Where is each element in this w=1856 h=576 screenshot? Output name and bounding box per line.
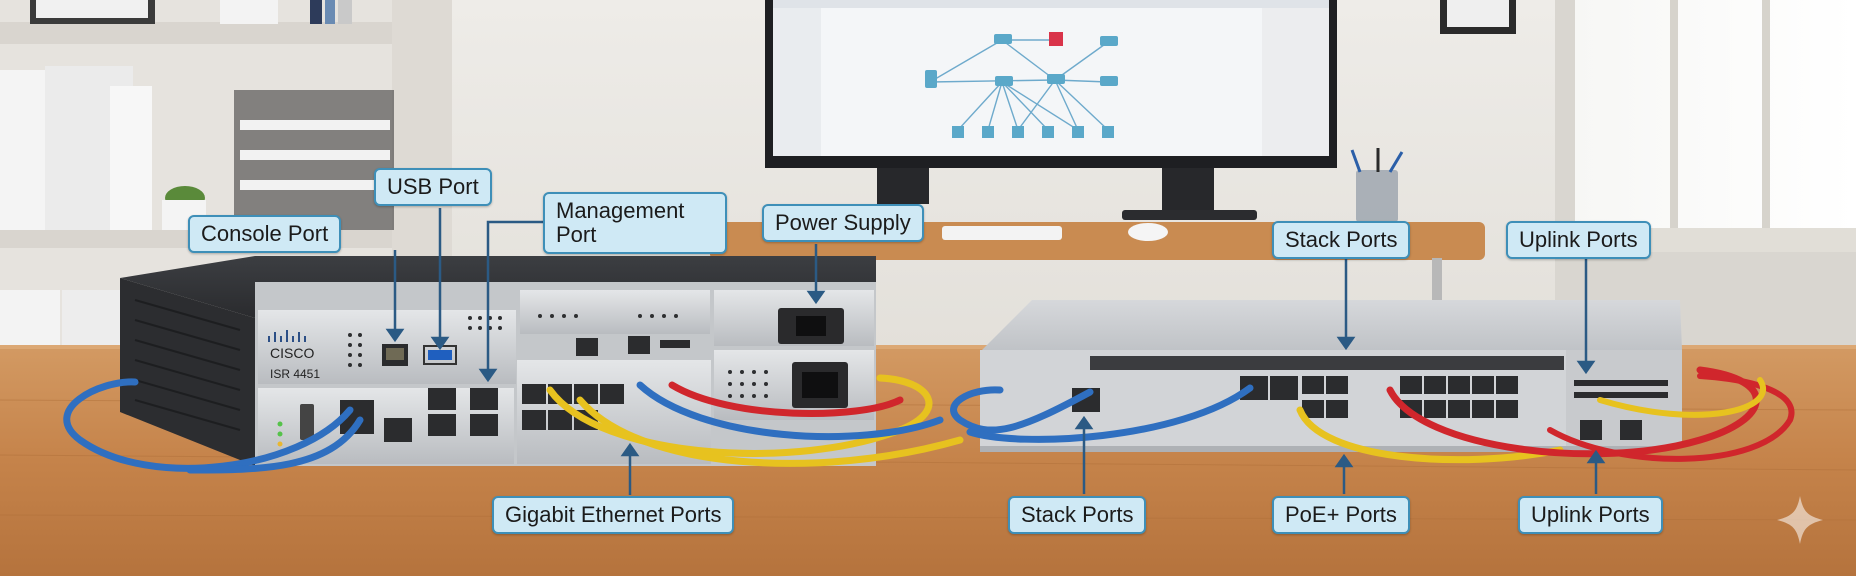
switch-uplink-ports-label-bottom: Uplink Ports: [1518, 496, 1663, 534]
pen-cup: [1350, 148, 1404, 222]
monitor: [765, 0, 1337, 220]
usb-port-label: USB Port: [374, 168, 492, 206]
window: [1440, 0, 1856, 350]
switch-stack-ports-label-bottom: Stack Ports: [1008, 496, 1147, 534]
switch-poe-ports-label: PoE+ Ports: [1272, 496, 1410, 534]
switch-uplink-ports-label-top: Uplink Ports: [1506, 221, 1651, 259]
network-cables: [63, 366, 1795, 474]
catalyst-switch: [980, 300, 1682, 452]
router-model-text: ISR 4451: [270, 367, 320, 381]
sparkle-icon: [1777, 496, 1823, 544]
brand-logo-text: CISCO: [270, 345, 314, 361]
management-port[interactable]: [428, 388, 456, 410]
power-supply-label: Power Supply: [762, 204, 924, 242]
switch-stack-ports-label-top: Stack Ports: [1272, 221, 1411, 259]
console-port-label: Console Port: [188, 215, 342, 253]
usb-port[interactable]: [428, 350, 452, 360]
cisco-logo: [268, 330, 306, 342]
gigabit-ethernet-ports-label: Gigabit Ethernet Ports: [492, 496, 735, 534]
switch-poe-ports[interactable]: [1302, 376, 1518, 418]
management-port-label: Management Port: [543, 192, 727, 254]
callout-leaders: [385, 208, 1606, 495]
switch-uplink-ports[interactable]: [1574, 380, 1668, 440]
